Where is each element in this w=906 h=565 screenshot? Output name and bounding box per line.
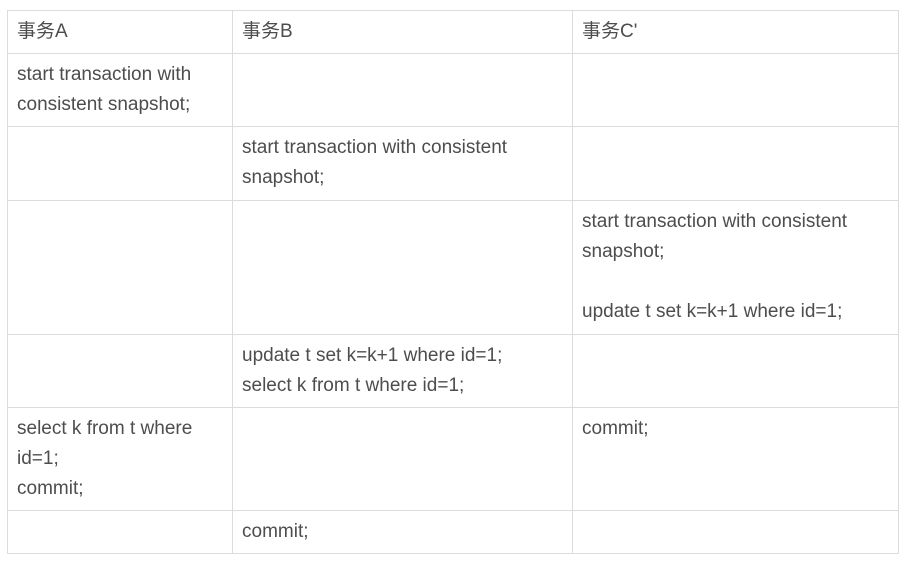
cell-transaction-c: start transaction with consistent snapsh… <box>572 200 899 335</box>
cell-transaction-b <box>232 200 573 335</box>
cell-transaction-b <box>232 53 573 127</box>
cell-transaction-a <box>7 126 233 201</box>
cell-transaction-b: commit; <box>232 510 573 554</box>
cell-transaction-a: select k from t where id=1; commit; <box>7 407 233 511</box>
cell-transaction-b: start transaction with consistent snapsh… <box>232 126 573 201</box>
cell-transaction-a: start transaction with consistent snapsh… <box>7 53 233 127</box>
table-row: start transaction with consistent snapsh… <box>7 126 899 201</box>
cell-transaction-c <box>572 334 899 408</box>
table-row: update t set k=k+1 where id=1; select k … <box>7 334 899 408</box>
cell-transaction-c <box>572 53 899 127</box>
cell-transaction-a <box>7 200 233 335</box>
cell-transaction-c <box>572 126 899 201</box>
cell-transaction-a <box>7 510 233 554</box>
column-header-transaction-c: 事务C' <box>572 10 899 54</box>
column-header-transaction-b: 事务B <box>232 10 573 54</box>
cell-transaction-b <box>232 407 573 511</box>
cell-transaction-b: update t set k=k+1 where id=1; select k … <box>232 334 573 408</box>
column-header-transaction-a: 事务A <box>7 10 233 54</box>
cell-transaction-a <box>7 334 233 408</box>
table-row: start transaction with consistent snapsh… <box>7 200 899 335</box>
table-row: select k from t where id=1; commit; comm… <box>7 407 899 511</box>
transactions-table: 事务A 事务B 事务C' start transaction with cons… <box>7 10 899 554</box>
cell-transaction-c: commit; <box>572 407 899 511</box>
table-row: start transaction with consistent snapsh… <box>7 53 899 127</box>
cell-transaction-c <box>572 510 899 554</box>
header-row: 事务A 事务B 事务C' <box>7 10 899 54</box>
table-row: commit; <box>7 510 899 554</box>
